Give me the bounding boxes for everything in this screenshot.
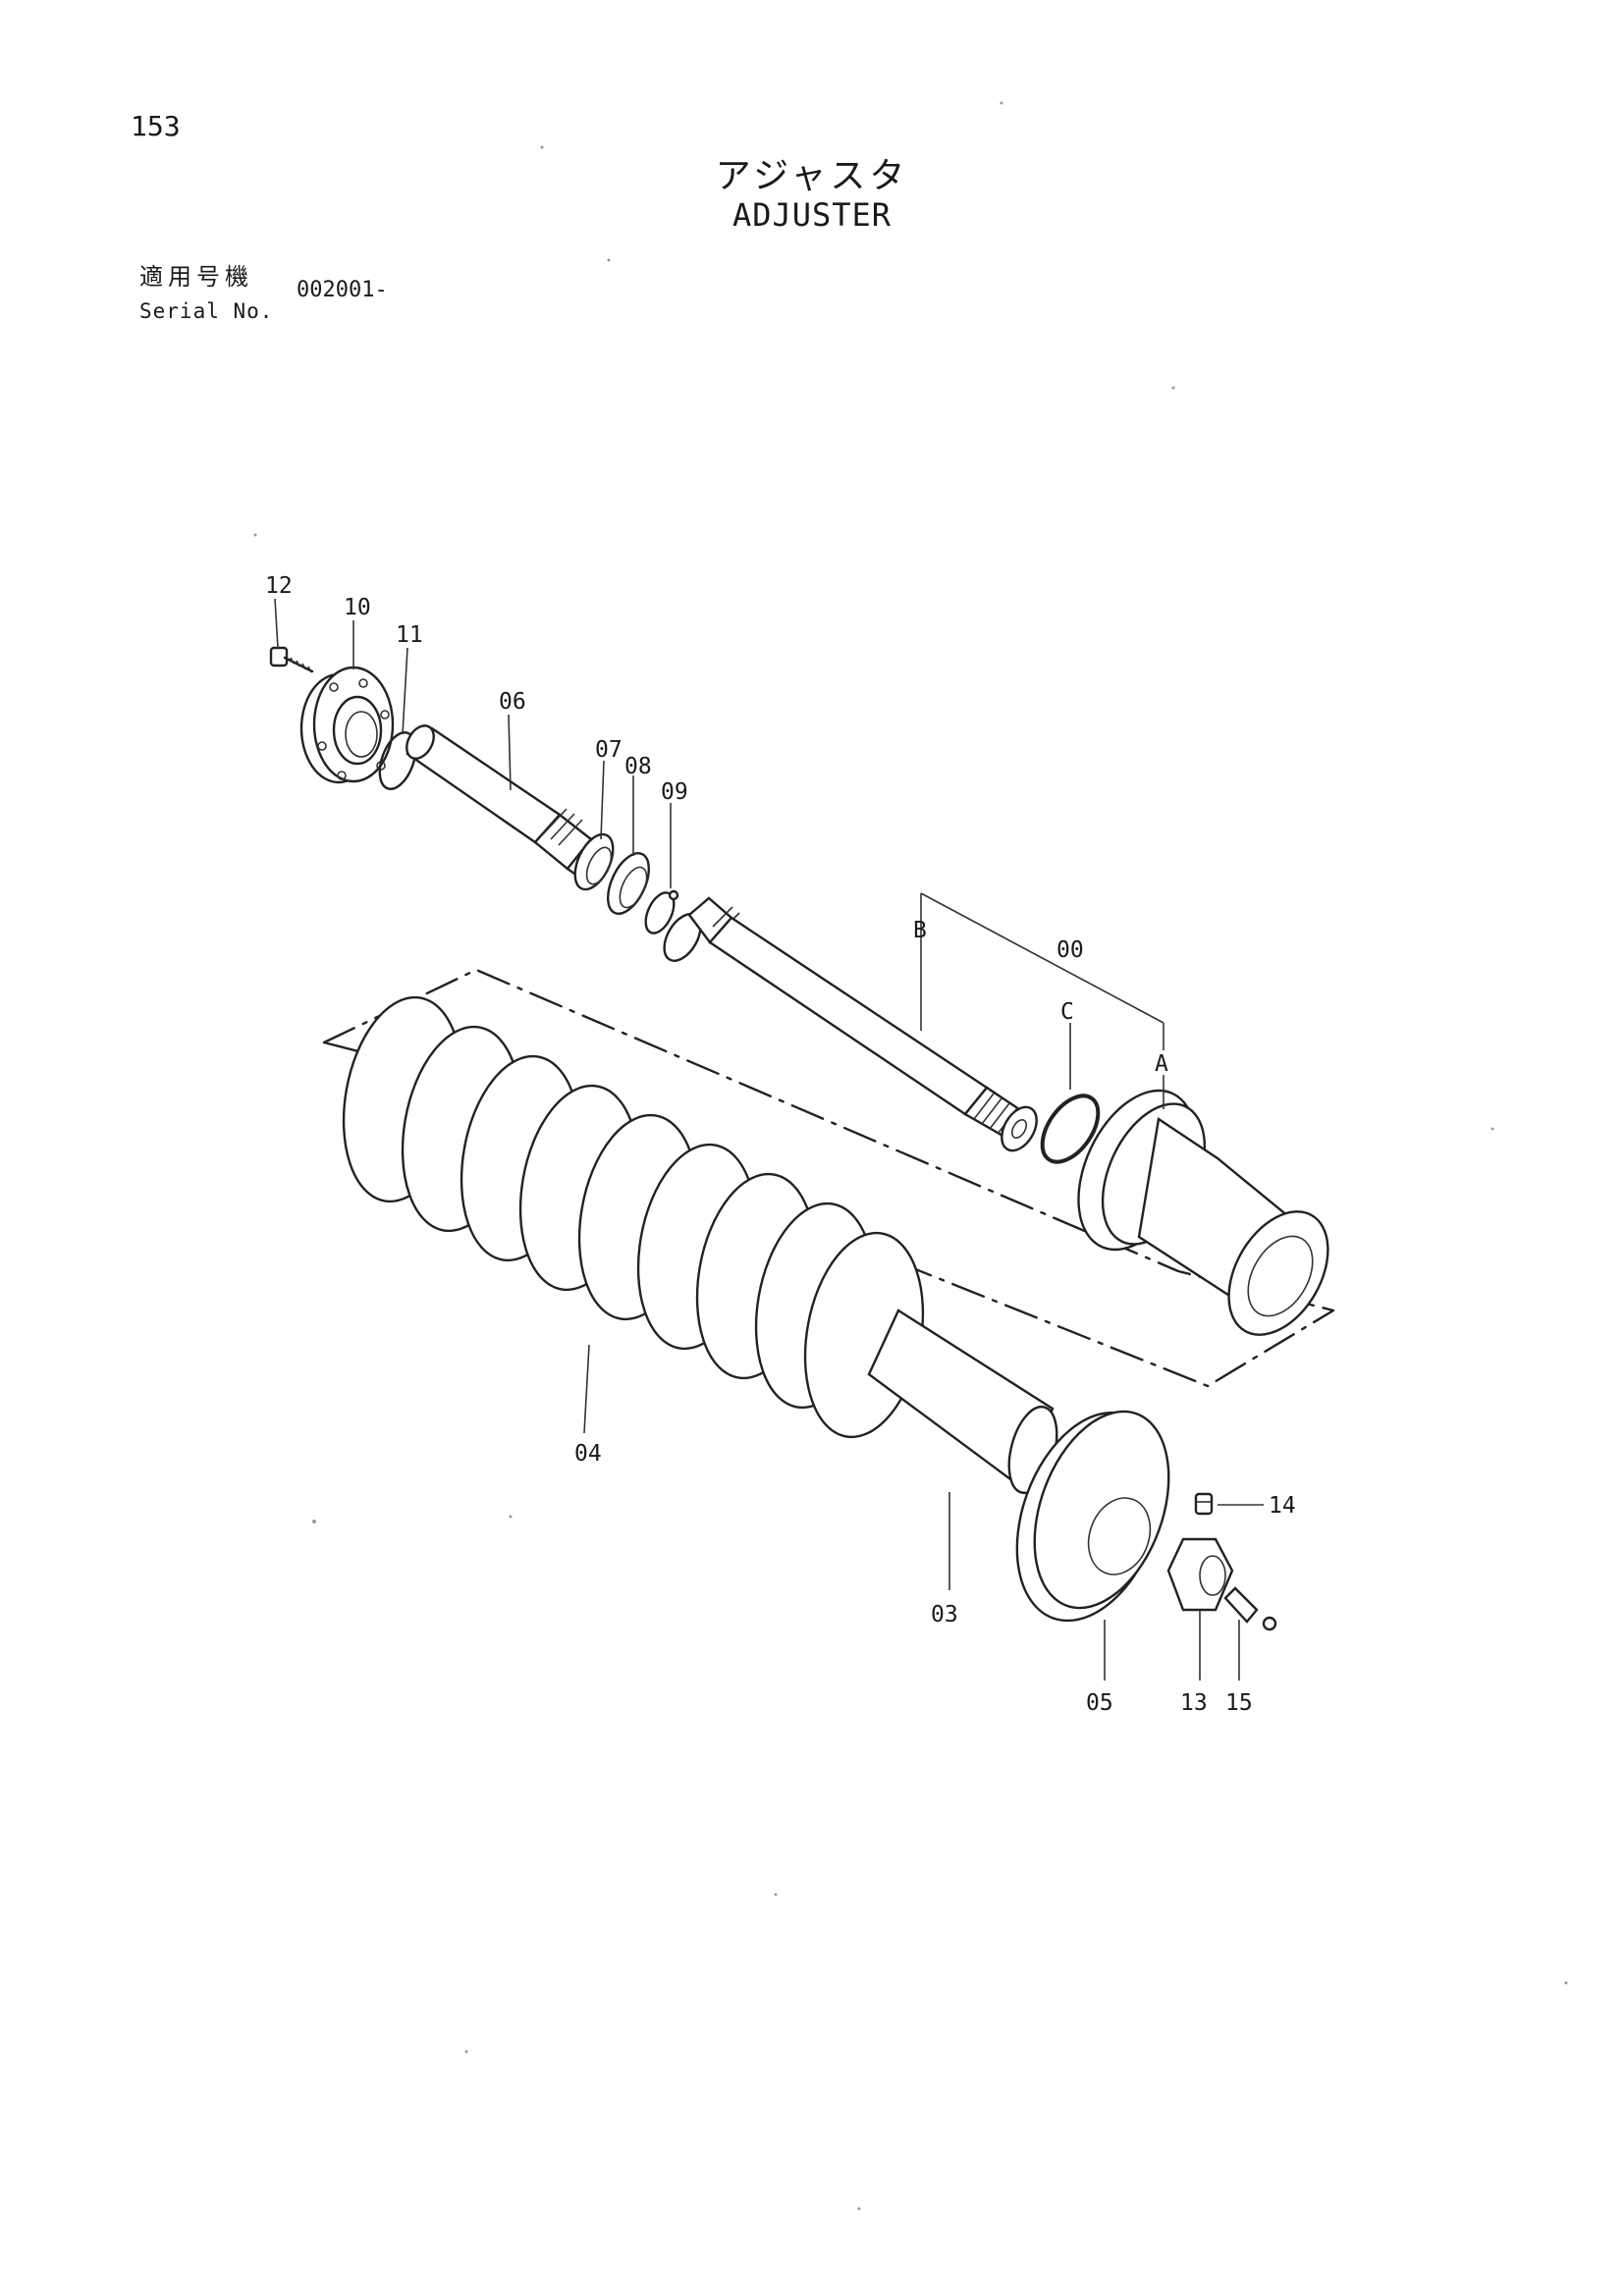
rod-part-06 xyxy=(406,724,606,881)
callout-04: 04 xyxy=(574,1441,602,1467)
callout-06: 06 xyxy=(499,689,526,715)
callout-03: 03 xyxy=(931,1602,958,1628)
callout-05: 05 xyxy=(1086,1690,1113,1716)
leader-lines xyxy=(274,598,1264,1681)
callout-A: A xyxy=(1155,1051,1168,1077)
callout-13: 13 xyxy=(1180,1690,1208,1716)
callout-14: 14 xyxy=(1269,1493,1296,1519)
o-ring-part-11 xyxy=(378,731,417,790)
bolt-part-12 xyxy=(269,646,314,673)
ring-part-08 xyxy=(607,852,650,915)
spring-seat-part-05 xyxy=(1015,1410,1170,1623)
scan-specks xyxy=(253,101,1568,2211)
callout-10: 10 xyxy=(344,595,371,620)
flange-part-10 xyxy=(299,666,395,784)
callout-B: B xyxy=(913,918,927,943)
callout-00: 00 xyxy=(1056,937,1084,963)
spring-part-04 xyxy=(342,995,925,1439)
title-japanese: アジャスタ xyxy=(715,156,909,196)
serial-label-english: Serial No. xyxy=(139,299,274,323)
grease-fitting-part-15 xyxy=(1223,1586,1277,1631)
seal-part-07 xyxy=(573,832,615,891)
housing-part-A xyxy=(1077,1089,1329,1336)
title-english: ADJUSTER xyxy=(731,196,893,234)
serial-number-value: 002001- xyxy=(297,278,388,302)
cylinder-part-B xyxy=(663,896,1038,1152)
callout-C: C xyxy=(1060,999,1074,1025)
nut-part-13 xyxy=(1166,1537,1234,1612)
o-ring-part-C xyxy=(1040,1094,1101,1164)
plug-part-14 xyxy=(1194,1492,1214,1516)
callout-08: 08 xyxy=(624,754,652,779)
page-number: 153 xyxy=(131,110,181,142)
callout-07: 07 xyxy=(595,737,623,763)
serial-label-japanese: 適用号機 xyxy=(139,263,253,291)
callout-15: 15 xyxy=(1225,1690,1253,1716)
callout-labels: 12 10 11 06 07 08 09 B 00 C A 04 14 03 0… xyxy=(265,573,1296,1716)
callout-11: 11 xyxy=(396,622,423,648)
callout-09: 09 xyxy=(661,779,688,805)
callout-12: 12 xyxy=(265,573,293,599)
snap-ring-part-09 xyxy=(644,889,679,934)
